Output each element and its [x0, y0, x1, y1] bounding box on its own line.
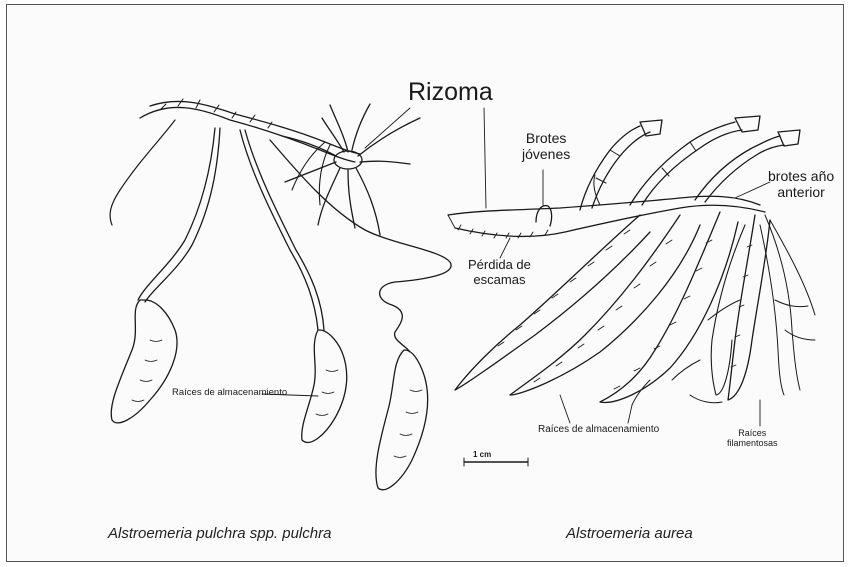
right-storage-root-2 [510, 215, 700, 395]
brotes-jovenes-line-2: jóvenes [522, 146, 570, 162]
species-right-caption: Alstroemeria aurea [566, 525, 693, 542]
raices-almacenamiento-left-label: Raíces de almacenamiento [172, 388, 287, 399]
brotes-anio-anterior-line-1: brotes año [768, 168, 834, 184]
left-tuber-2 [302, 330, 347, 442]
left-plant [110, 99, 451, 490]
species-left-caption: Alstroemeria pulchra spp. pulchra [108, 525, 331, 542]
left-tuber-root-3 [270, 140, 451, 352]
perdida-escamas-line-1: Pérdida de [468, 258, 531, 273]
scale-bar-label: 1 cm [473, 450, 491, 459]
raices-filamentosas-label: Raíces filamentosas [727, 428, 778, 449]
shoot-2 [630, 122, 742, 205]
left-tuber-root-2 [240, 130, 324, 330]
right-rhizome [448, 196, 765, 236]
brotes-anio-anterior-line-2: anterior [768, 184, 834, 200]
brotes-jovenes-line-1: Brotes [522, 130, 570, 146]
left-tuber-root-1 [138, 128, 220, 302]
rizoma-label: Rizoma [408, 78, 493, 107]
raices-almacenamiento-right-label: Raíces de almacenamiento [538, 424, 659, 436]
brotes-anio-anterior-label: brotes año anterior [768, 168, 834, 200]
raices-filamentosas-line-1: Raíces [727, 428, 778, 438]
shoot-1 [580, 126, 650, 210]
perdida-escamas-label: Pérdida de escamas [468, 258, 531, 288]
left-tuber-3 [376, 350, 428, 490]
left-tuber-1 [111, 300, 177, 423]
brotes-jovenes-label: Brotes jóvenes [522, 130, 570, 162]
perdida-escamas-line-2: escamas [468, 273, 531, 288]
raices-filamentosas-line-2: filamentosas [727, 438, 778, 448]
